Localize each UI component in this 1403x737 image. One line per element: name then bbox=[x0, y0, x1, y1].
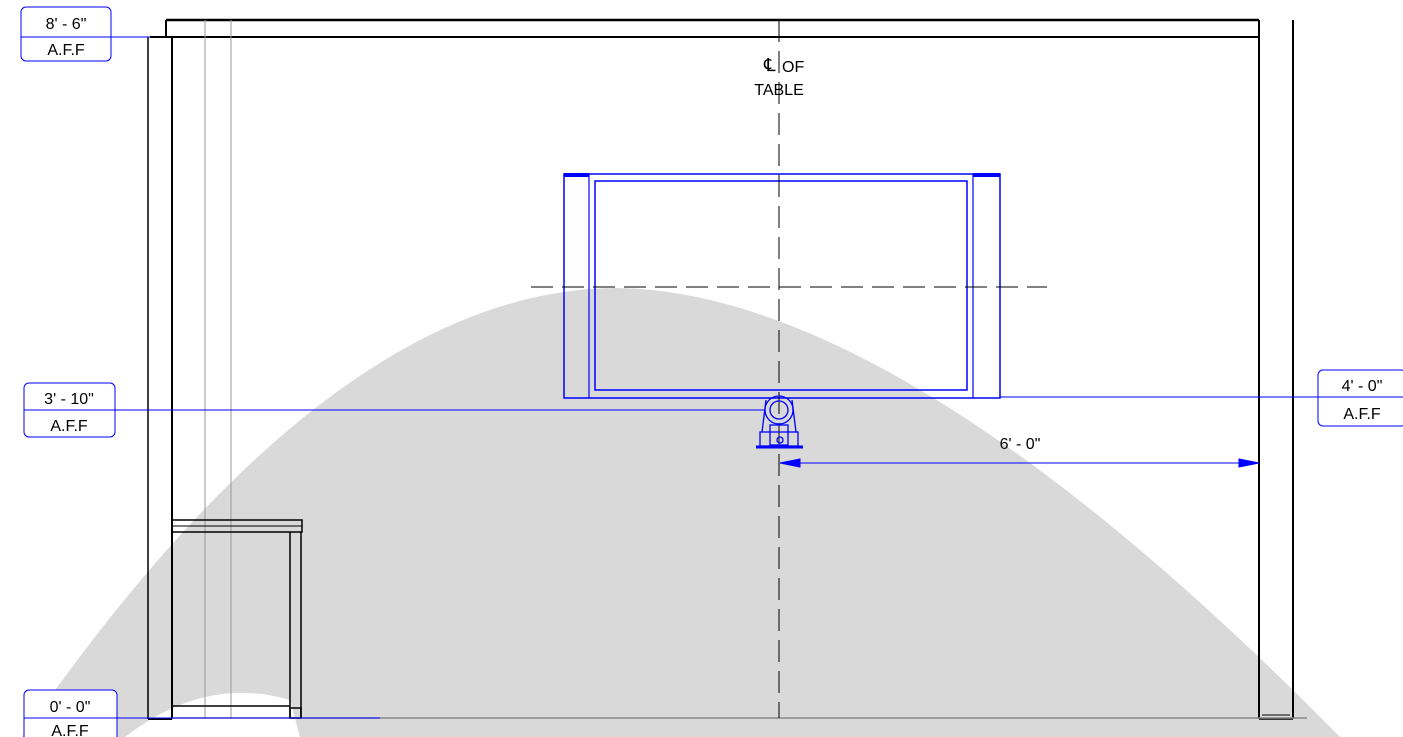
centerline-table-label: TABLE bbox=[754, 82, 804, 99]
ceiling bbox=[150, 18, 1260, 38]
centerline-of-label: OF bbox=[782, 59, 804, 76]
elevation-tag-floor: 0' - 0" A.F.F bbox=[23, 689, 118, 737]
elevation-tag-display: 4' - 0" A.F.F bbox=[1317, 369, 1403, 427]
dimension-6ft-label: 6' - 0" bbox=[1000, 436, 1041, 453]
centerline-symbol: ℄ bbox=[763, 55, 776, 75]
ptz-camera-icon bbox=[756, 395, 803, 449]
elevation-tag-ceiling: 8' - 6" A.F.F bbox=[20, 6, 112, 62]
door-frame-lines bbox=[204, 20, 232, 719]
display-ref-text: A.F.F bbox=[1343, 406, 1381, 423]
camera-ref-text: A.F.F bbox=[50, 418, 88, 435]
display bbox=[563, 173, 1001, 399]
left-wall bbox=[147, 37, 173, 720]
dimension-6ft bbox=[779, 458, 1260, 468]
elevation-tag-camera: 3' - 10" A.F.F bbox=[23, 382, 116, 438]
floor-ref-text: A.F.F bbox=[51, 723, 89, 737]
ceiling-ref-text: A.F.F bbox=[47, 42, 85, 59]
camera-coverage-area bbox=[22, 288, 1340, 737]
camera-height-text: 3' - 10" bbox=[44, 391, 94, 408]
display-height-text: 4' - 0" bbox=[1342, 378, 1383, 395]
right-wall bbox=[1258, 20, 1294, 720]
secondary-coverage-arc bbox=[125, 692, 300, 737]
ceiling-height-text: 8' - 6" bbox=[46, 16, 87, 33]
floor-height-text: 0' - 0" bbox=[50, 699, 91, 716]
